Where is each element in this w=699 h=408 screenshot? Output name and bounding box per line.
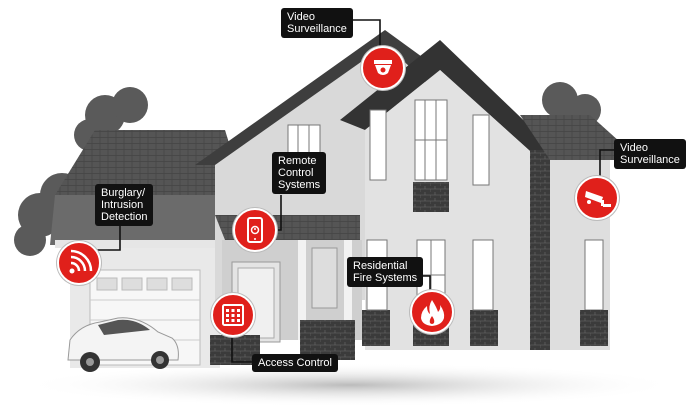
wireless-signal-icon xyxy=(57,241,101,285)
label-burglary-intrusion-detection: Burglary/ Intrusion Detection xyxy=(95,184,154,226)
car-illustration xyxy=(67,317,179,372)
label-remote-control-systems: Remote Control Systems xyxy=(272,152,327,194)
label-access-control: Access Control xyxy=(252,354,338,372)
smartphone-icon xyxy=(233,208,277,252)
security-camera-icon xyxy=(361,46,405,90)
keypad-icon xyxy=(211,293,255,337)
cctv-camera-icon xyxy=(575,176,619,220)
label-video-surveillance-top: Video Surveillance xyxy=(281,8,353,38)
label-video-surveillance-right: Video Surveillance xyxy=(614,139,686,169)
flame-icon xyxy=(410,290,454,334)
label-residential-fire-systems: Residential Fire Systems xyxy=(347,257,424,287)
